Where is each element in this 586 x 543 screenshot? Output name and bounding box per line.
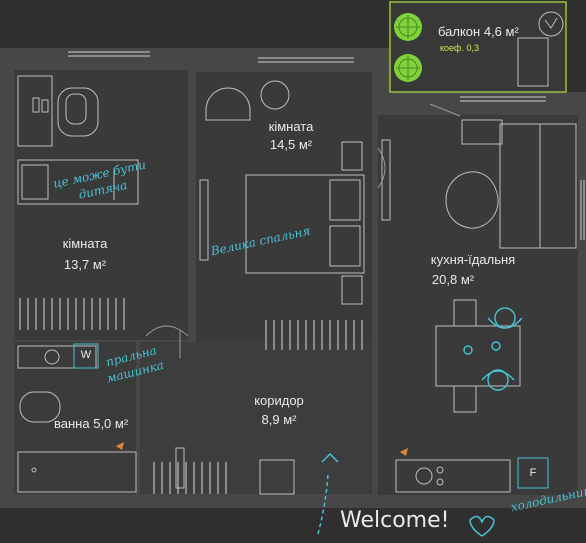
kitchen-name: кухня-їдальня — [430, 252, 516, 267]
kitchen-area: 20,8 м² — [431, 272, 475, 287]
balcony-label: балкон 4,6 м² — [438, 24, 519, 40]
bath-entry-marker — [116, 442, 124, 450]
balcony-furniture — [517, 11, 564, 87]
plant-icon — [394, 13, 422, 41]
room-mid-area: 14,5 м² — [269, 137, 313, 152]
welcome-text: Welcome! — [340, 508, 450, 533]
bath-area: 5,0 м² — [93, 416, 129, 431]
room-left-furniture — [17, 75, 139, 205]
corridor-furniture — [175, 447, 295, 495]
room-left-name: кімната — [62, 236, 108, 251]
washer-mark: W — [80, 349, 92, 361]
balcony-outline — [389, 1, 567, 93]
corridor-name: коридор — [254, 393, 304, 408]
windows — [68, 51, 585, 240]
kitchen-entry-marker — [400, 448, 408, 456]
bath-floor — [14, 342, 136, 494]
bath-name: ванна — [54, 416, 90, 431]
room-mid-furniture — [199, 80, 365, 305]
doors — [145, 103, 461, 358]
balcony-area: 4,6 м² — [483, 24, 519, 39]
wardrobe-corridor — [153, 462, 227, 494]
wardrobe-mid — [265, 320, 363, 350]
room-left-floor — [14, 70, 188, 340]
plant-icon — [394, 54, 422, 82]
bath-fixtures — [17, 343, 137, 493]
wardrobe-left — [19, 298, 125, 330]
room-mid-floor — [196, 72, 372, 342]
entry-path — [317, 473, 329, 535]
entry-arrow-icon — [321, 452, 339, 463]
balcony-coef: коеф. 0,3 — [440, 43, 479, 53]
heart-icon — [469, 515, 495, 537]
room-left-area: 13,7 м² — [63, 257, 107, 272]
kitchen-furniture — [381, 119, 577, 493]
bath-label: ванна 5,0 м² — [54, 416, 128, 432]
balcony-name: балкон — [438, 24, 481, 39]
corridor-area: 8,9 м² — [261, 412, 297, 427]
kitchen-floor — [378, 115, 578, 495]
corridor-floor — [140, 342, 372, 494]
people-icon — [463, 307, 523, 391]
fridge-mark: F — [529, 467, 537, 479]
room-mid-name: кімната — [268, 119, 314, 134]
